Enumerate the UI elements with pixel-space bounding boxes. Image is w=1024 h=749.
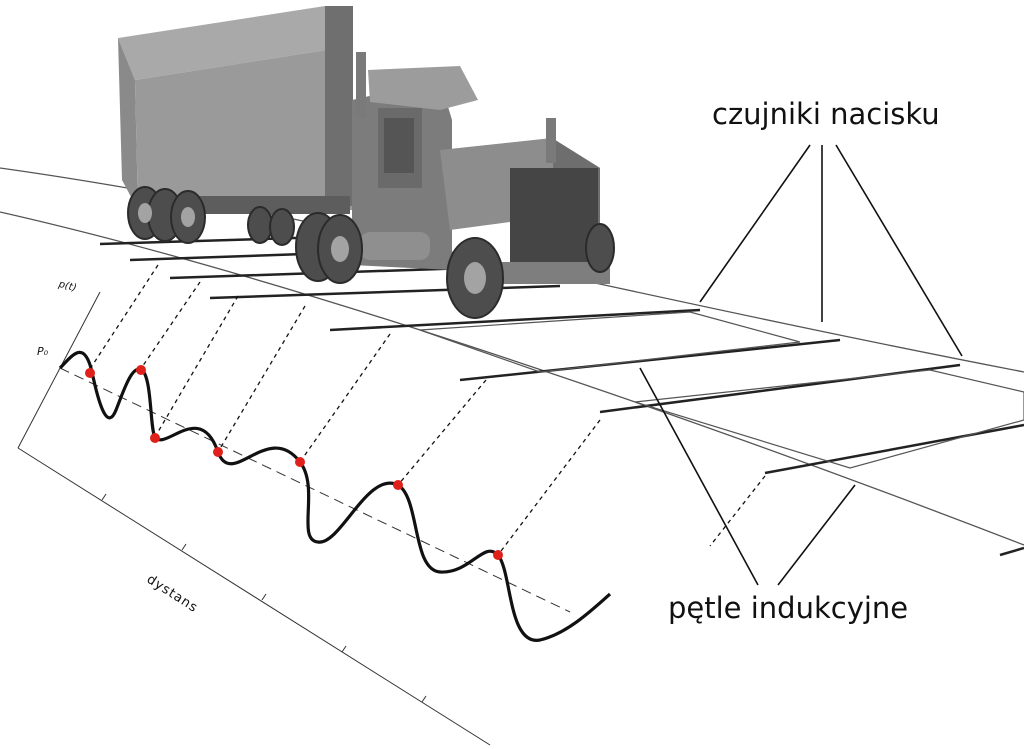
sensor-strip (329, 308, 701, 332)
sample-marker (393, 480, 403, 490)
sample-marker (213, 447, 223, 457)
projection-line (87, 264, 159, 373)
induction-loops (419, 311, 1024, 469)
axis-tick (101, 493, 107, 501)
sample-marker (295, 457, 305, 467)
axis-tick (341, 645, 347, 653)
callout-line (699, 144, 811, 303)
callout-line (835, 144, 963, 357)
sample-marker (493, 550, 503, 560)
callout-lines (639, 144, 963, 586)
baseline-p0 (59, 367, 571, 613)
sensor-strip (999, 546, 1024, 557)
sample-marker (85, 368, 95, 378)
projection-line (397, 379, 487, 486)
induction-loop (634, 369, 1024, 469)
signal-axes (17, 291, 571, 746)
axis-tick (421, 695, 427, 703)
road-near-edge (0, 211, 1024, 546)
induction-loop (419, 311, 801, 373)
projection-line (139, 281, 201, 371)
sample-marker (136, 365, 146, 375)
callout-line (639, 367, 759, 586)
sample-marker (150, 433, 160, 443)
projection-line (217, 305, 306, 453)
projection-lines (87, 264, 766, 556)
projection-line (299, 333, 391, 463)
baseline-label: P₀ (37, 345, 49, 358)
distance-axis-line (17, 447, 491, 746)
induction-loops-label: pętle indukcyjne (668, 591, 909, 625)
axis-tick (261, 593, 267, 601)
projection-line (709, 475, 766, 547)
sensor-strip (459, 338, 841, 382)
sensor-strip (764, 423, 1024, 475)
hubcaps (138, 203, 486, 294)
projection-line (154, 295, 239, 438)
signal-curve (58, 350, 612, 642)
projection-line (497, 419, 601, 556)
callout-line (777, 484, 856, 586)
force-axis-line (17, 291, 101, 449)
sensor-strip (209, 284, 561, 300)
pressure-sensors-label: czujniki nacisku (712, 97, 940, 131)
truck-illustration (118, 6, 615, 319)
axis-tick (181, 543, 187, 551)
sample-markers (85, 365, 503, 560)
